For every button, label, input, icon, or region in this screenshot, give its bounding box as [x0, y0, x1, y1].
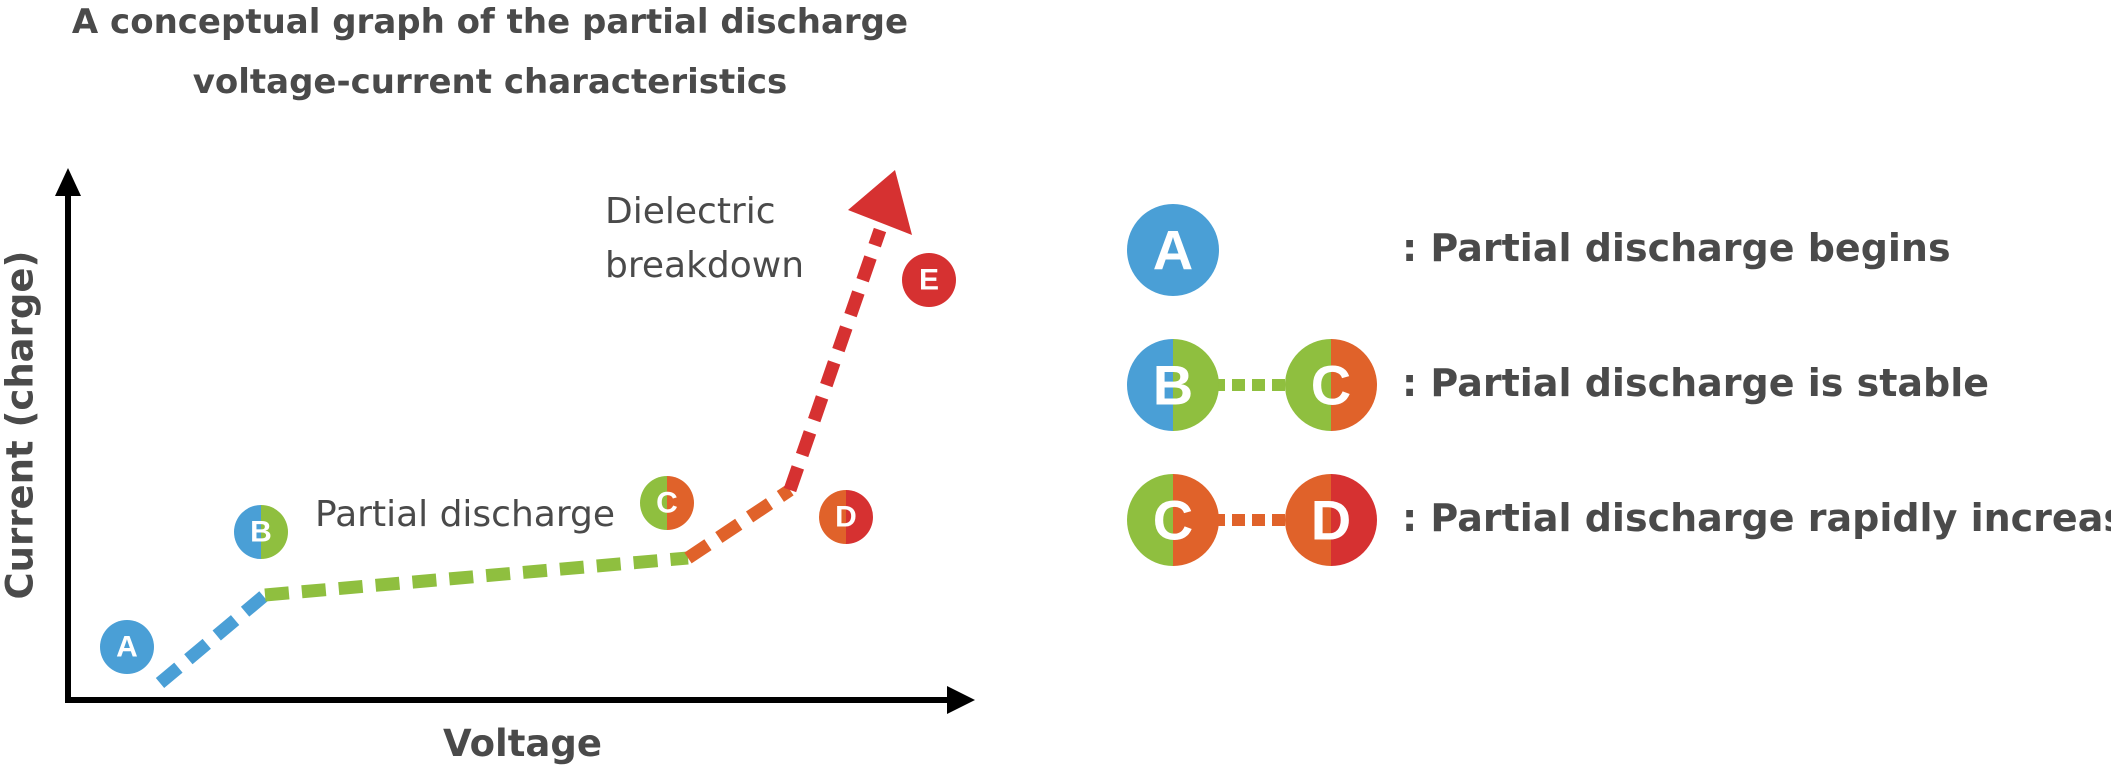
point-d-marker: D — [819, 490, 873, 544]
legend-marker-c-row2-right-half — [1331, 339, 1377, 431]
y-axis-arrowhead — [55, 168, 81, 196]
point-c-marker-right-half — [667, 476, 694, 530]
graph-points: A B C D E — [100, 253, 956, 674]
legend-marker-c-row3: C — [1127, 474, 1219, 566]
point-e-marker-right-half — [929, 253, 956, 307]
y-axis-label: Current (charge) — [0, 250, 42, 600]
legend-marker-b-row2-right-half — [1173, 339, 1219, 431]
legend-markers: A B C C D — [1127, 204, 1377, 566]
axes — [55, 168, 975, 714]
point-d-marker-right-half — [846, 490, 873, 544]
legend-marker-d-row3-left-half — [1285, 474, 1331, 566]
legend-marker-a-row1-right-half — [1173, 204, 1219, 296]
breakdown-arrowhead — [848, 170, 912, 235]
point-b-marker-letter: B — [250, 516, 272, 549]
legend-marker-c-row2: C — [1285, 339, 1377, 431]
legend-marker-c-row2-left-half — [1285, 339, 1331, 431]
x-axis-label: Voltage — [443, 722, 602, 765]
legend-marker-c-row3-letter: C — [1153, 489, 1193, 552]
point-c-marker-letter: C — [656, 487, 678, 520]
legend-marker-b-row2-left-half — [1127, 339, 1173, 431]
point-b-marker: B — [234, 505, 288, 559]
point-a-marker-left-half — [100, 620, 127, 674]
curve-segment-breakdown — [783, 227, 887, 493]
legend-marker-b-row2-letter: B — [1153, 354, 1193, 417]
legend-marker-a-row1-left-half — [1127, 204, 1173, 296]
curve-segment-stable — [264, 551, 689, 602]
diagram-title-line1: A conceptual graph of the partial discha… — [71, 2, 909, 42]
point-d-marker-letter: D — [835, 501, 857, 534]
legend-marker-c-row2-letter: C — [1311, 354, 1351, 417]
legend-marker-a-row1-letter: A — [1153, 219, 1193, 282]
point-e-marker-left-half — [902, 253, 929, 307]
legend-marker-a-row1: A — [1127, 204, 1219, 296]
point-e-marker-letter: E — [919, 264, 939, 297]
legend-text-begins: : Partial discharge begins — [1402, 226, 1951, 270]
point-c-marker-left-half — [640, 476, 667, 530]
breakdown-annotation-line2: breakdown — [605, 245, 805, 286]
legend-marker-d-row3: D — [1285, 474, 1377, 566]
point-c-marker: C — [640, 476, 694, 530]
point-b-marker-right-half — [261, 505, 288, 559]
x-axis-arrowhead — [947, 686, 975, 714]
legend-marker-b-row2: B — [1127, 339, 1219, 431]
point-a-marker: A — [100, 620, 154, 674]
legend-marker-d-row3-right-half — [1331, 474, 1377, 566]
partial-discharge-annotation: Partial discharge — [315, 494, 616, 535]
point-e-marker: E — [902, 253, 956, 307]
legend-marker-c-row3-right-half — [1173, 474, 1219, 566]
characteristic-curve — [155, 227, 887, 688]
curve-segment-increase — [684, 484, 794, 564]
legend-text-increase: : Partial discharge rapidly increases — [1402, 496, 2111, 540]
point-a-marker-right-half — [127, 620, 154, 674]
curve-segment-rise — [155, 590, 270, 688]
point-b-marker-left-half — [234, 505, 261, 559]
breakdown-annotation-line1: Dielectric — [605, 191, 776, 232]
legend-text-stable: : Partial discharge is stable — [1402, 361, 1990, 405]
point-d-marker-left-half — [819, 490, 846, 544]
legend-marker-c-row3-left-half — [1127, 474, 1173, 566]
legend-marker-d-row3-letter: D — [1311, 489, 1351, 552]
diagram-title-line2: voltage-current characteristics — [192, 62, 788, 102]
point-a-marker-letter: A — [116, 631, 138, 664]
